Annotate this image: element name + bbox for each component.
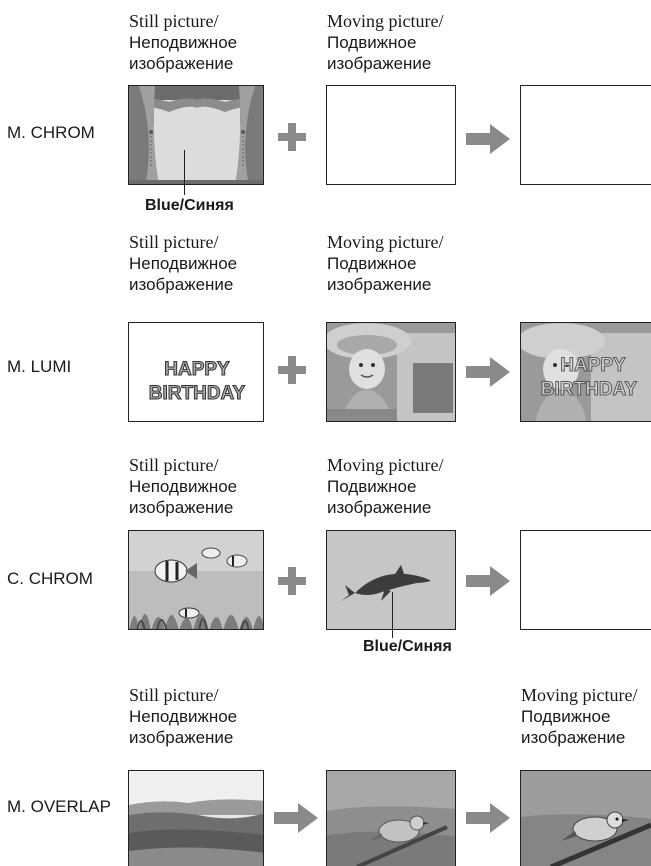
stage-curtain-still-image [128,85,264,185]
arrow-right-icon [466,357,510,387]
arrow-right-icon [466,566,510,596]
arrow-right-icon [466,803,510,833]
moving-picture-caption: Moving picture/ Подвижное изображение [327,11,444,73]
landscape-still-image [128,770,264,866]
arrow-right-icon [274,803,318,833]
happy-birthday-still-image: HAPPY BIRTHDAY [128,322,264,422]
dolphin-moving-image [326,530,456,630]
moving-picture-caption: Moving picture/ Подвижное изображение [521,685,638,747]
plus-icon [278,123,306,151]
still-picture-caption: Still picture/ Неподвижное изображение [129,685,238,747]
plus-icon [278,567,306,595]
girl-moving-image [326,322,456,422]
blue-leader-line [184,150,185,195]
girl-birthday-result-image: HAPPY BIRTHDAY [520,322,651,422]
mode-label-m-overlap: M. OVERLAP [7,797,111,816]
bird-result-image [520,770,651,866]
mode-label-m-lumi: M. LUMI [7,357,72,376]
arrow-right-icon [466,124,510,154]
birthday-line-1: HAPPY [560,355,626,376]
aquarium-still-image [128,530,264,630]
still-picture-caption: Still picture/ Неподвижное изображение [129,455,238,517]
still-picture-caption: Still picture/ Неподвижное изображение [129,232,238,294]
mode-label-m-chrom: M. CHROM [7,123,95,142]
blue-leader-line [392,592,393,638]
blank-result-frame [520,530,651,630]
moving-picture-caption: Moving picture/ Подвижное изображение [327,455,444,517]
blue-callout-2: Blue/Синяя [363,638,452,655]
plus-icon [278,356,306,384]
moving-picture-caption: Moving picture/ Подвижное изображение [327,232,444,294]
mode-label-c-chrom: C. CHROM [7,569,93,588]
still-picture-caption: Still picture/ Неподвижное изображение [129,11,238,73]
blank-result-frame [520,85,651,185]
bird-transition-image [326,770,456,866]
blue-callout-1: Blue/Синяя [145,197,234,214]
birthday-line-2: BIRTHDAY [541,379,638,400]
blank-moving-frame [326,85,456,185]
birthday-line-1: HAPPY [164,359,230,380]
birthday-line-2: BIRTHDAY [149,383,246,404]
